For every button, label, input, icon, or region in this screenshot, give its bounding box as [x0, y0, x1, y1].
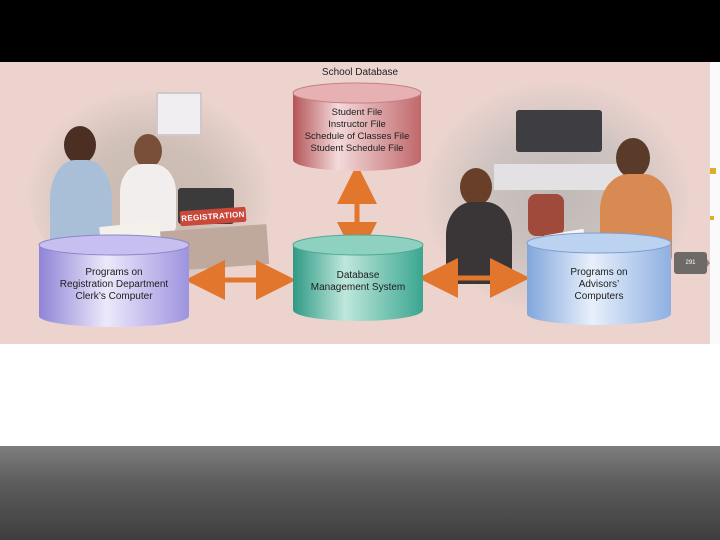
- top-black-bar: [0, 0, 720, 62]
- page-number-text: 291: [685, 260, 696, 266]
- schedule-of-classes-file-label: Schedule of Classes File: [304, 131, 410, 142]
- edge-marker-top: [710, 168, 716, 174]
- registration-label-line1: Programs on: [85, 267, 143, 278]
- diagram-title: School Database: [321, 67, 399, 78]
- right-edge-strip: [710, 62, 720, 344]
- student-file-label: Student File: [331, 107, 383, 118]
- registration-label-line3: Clerk’s Computer: [75, 291, 153, 302]
- advisors-label-line2: Advisors’: [578, 279, 620, 290]
- student-schedule-file-label: Student Schedule File: [310, 143, 404, 154]
- window-frame: [156, 92, 202, 136]
- advisors-programs-cylinder: Programs on Advisors’ Computers: [526, 232, 672, 326]
- dbms-cylinder: Database Management System: [292, 234, 424, 322]
- school-database-cylinder: Student File Instructor File Schedule of…: [292, 82, 422, 172]
- tab-pointer-icon: [707, 259, 710, 267]
- chair: [528, 194, 564, 236]
- edge-marker-bottom: [710, 216, 714, 220]
- diagram-figure: REGISTRATION School Database: [0, 62, 710, 344]
- bottom-gray-band: [0, 446, 720, 540]
- dbms-label-line2: Management System: [310, 282, 406, 293]
- dbms-label-line1: Database: [336, 270, 380, 281]
- advisors-label-line1: Programs on: [570, 267, 628, 278]
- page-number-tab: 291: [674, 252, 707, 274]
- office-desk: [494, 164, 624, 190]
- office-monitor: [516, 110, 602, 152]
- registration-programs-cylinder: Programs on Registration Department Cler…: [38, 234, 190, 328]
- instructor-file-label: Instructor File: [328, 119, 386, 130]
- registration-label-line2: Registration Department: [59, 279, 169, 290]
- advisors-label-line3: Computers: [574, 291, 624, 302]
- blank-area: [0, 344, 720, 446]
